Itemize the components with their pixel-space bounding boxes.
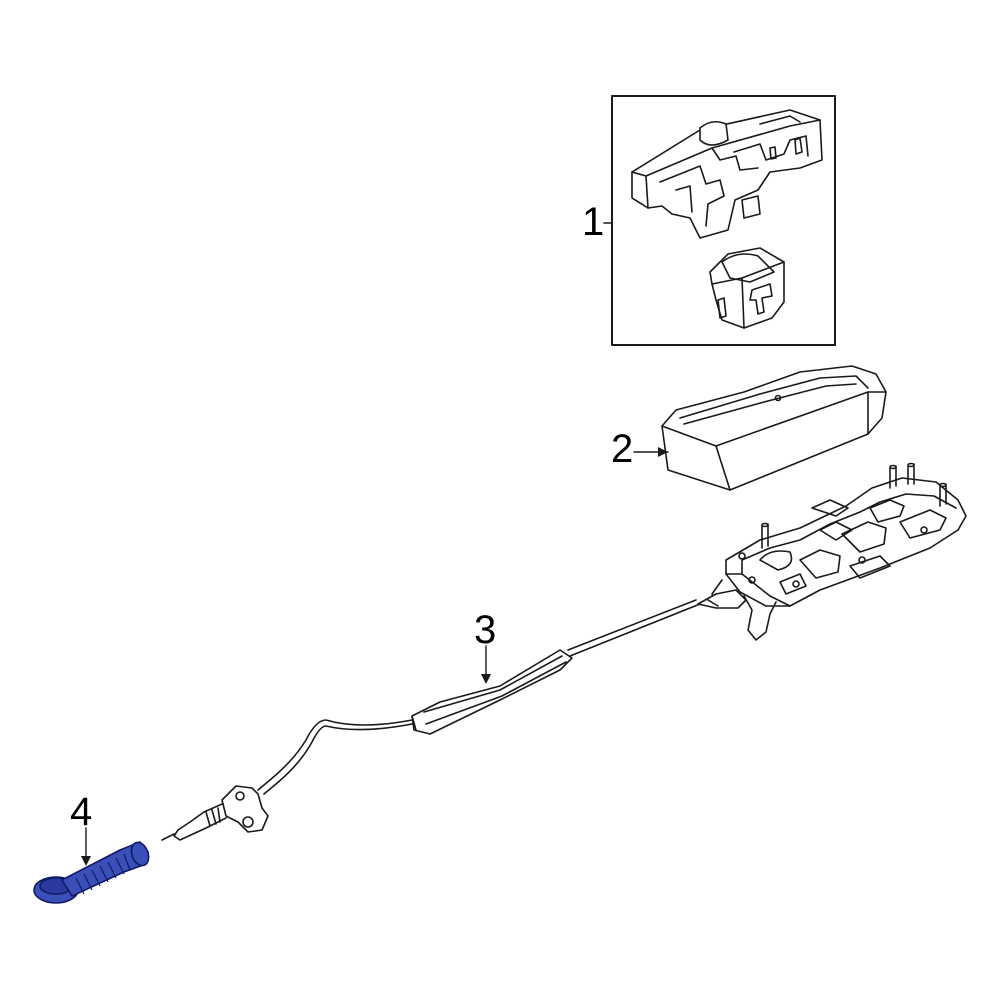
- callout-4: 4: [70, 790, 93, 834]
- part-1-inset-box: [611, 95, 836, 346]
- part-2-cover: [661, 365, 887, 491]
- arrowhead-2: [658, 447, 668, 457]
- callout-1: 1: [582, 200, 605, 244]
- arrowhead-3: [481, 674, 491, 684]
- part-4-bushing: [33, 841, 150, 904]
- callout-3: 3: [474, 608, 497, 652]
- part-3-shifter-assembly: [161, 462, 967, 841]
- leader-lines: [85, 222, 669, 863]
- leader-arrowheads: [81, 447, 668, 866]
- part-1-control-unit: [611, 95, 836, 346]
- callout-2: 2: [611, 427, 634, 471]
- arrowhead-4: [81, 856, 91, 866]
